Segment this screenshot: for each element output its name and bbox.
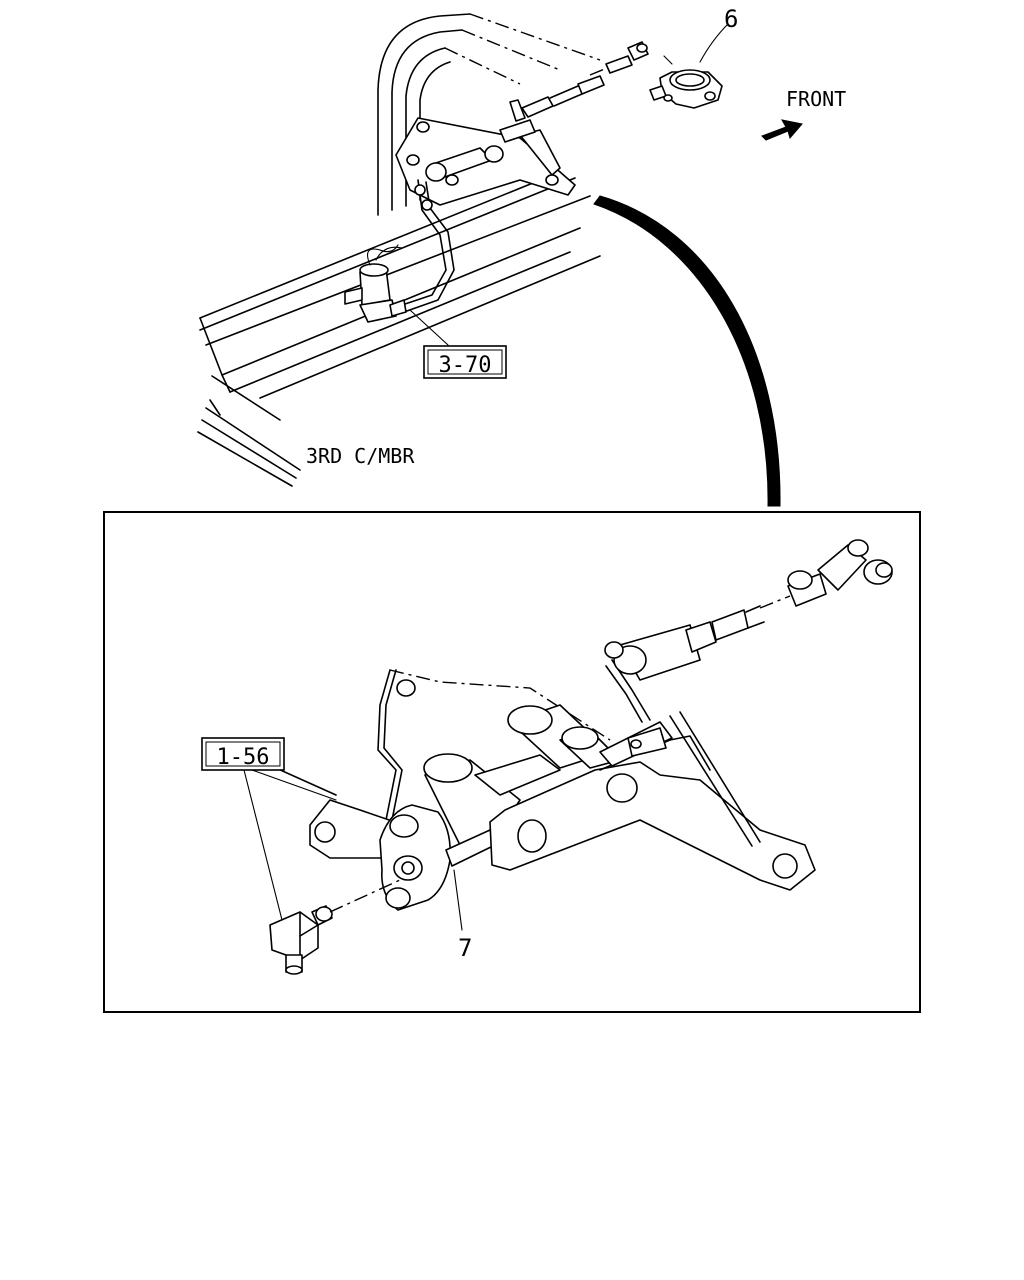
- ref-3-70-text: 3-70: [439, 353, 492, 378]
- part-7-label: 7: [458, 934, 472, 962]
- ref-1-56-text: 1-56: [217, 745, 270, 770]
- solenoid-and-harness: [344, 179, 455, 323]
- control-rod: [521, 41, 649, 118]
- detail-arrow: [593, 195, 781, 507]
- ref-box-1-56: 1-56: [201, 737, 285, 771]
- upper-overview: [197, 13, 781, 507]
- cab-frame-outline: [377, 13, 601, 216]
- arrow-icon: [761, 119, 803, 141]
- elbow-fitting: [269, 905, 333, 975]
- part-6-label: 6: [724, 5, 738, 33]
- clamp-part-6: [649, 23, 729, 109]
- main-arm: [489, 761, 816, 891]
- upper-bracket-lever: [395, 99, 576, 206]
- frame-side-member: [197, 171, 601, 487]
- bracket-nut-icon: [396, 679, 416, 697]
- leader-1-56-a: [243, 769, 283, 921]
- detail-view: 1-56 7: [103, 511, 921, 1013]
- front-indicator: FRONT: [761, 87, 846, 141]
- leader-3-70: [409, 309, 449, 346]
- ref-box-3-70: 3-70: [423, 345, 507, 379]
- front-label: FRONT: [786, 87, 846, 111]
- member-label: 3RD C/MBR: [306, 444, 415, 468]
- leader-7: [453, 869, 463, 931]
- leader-1-56-b: [251, 769, 337, 801]
